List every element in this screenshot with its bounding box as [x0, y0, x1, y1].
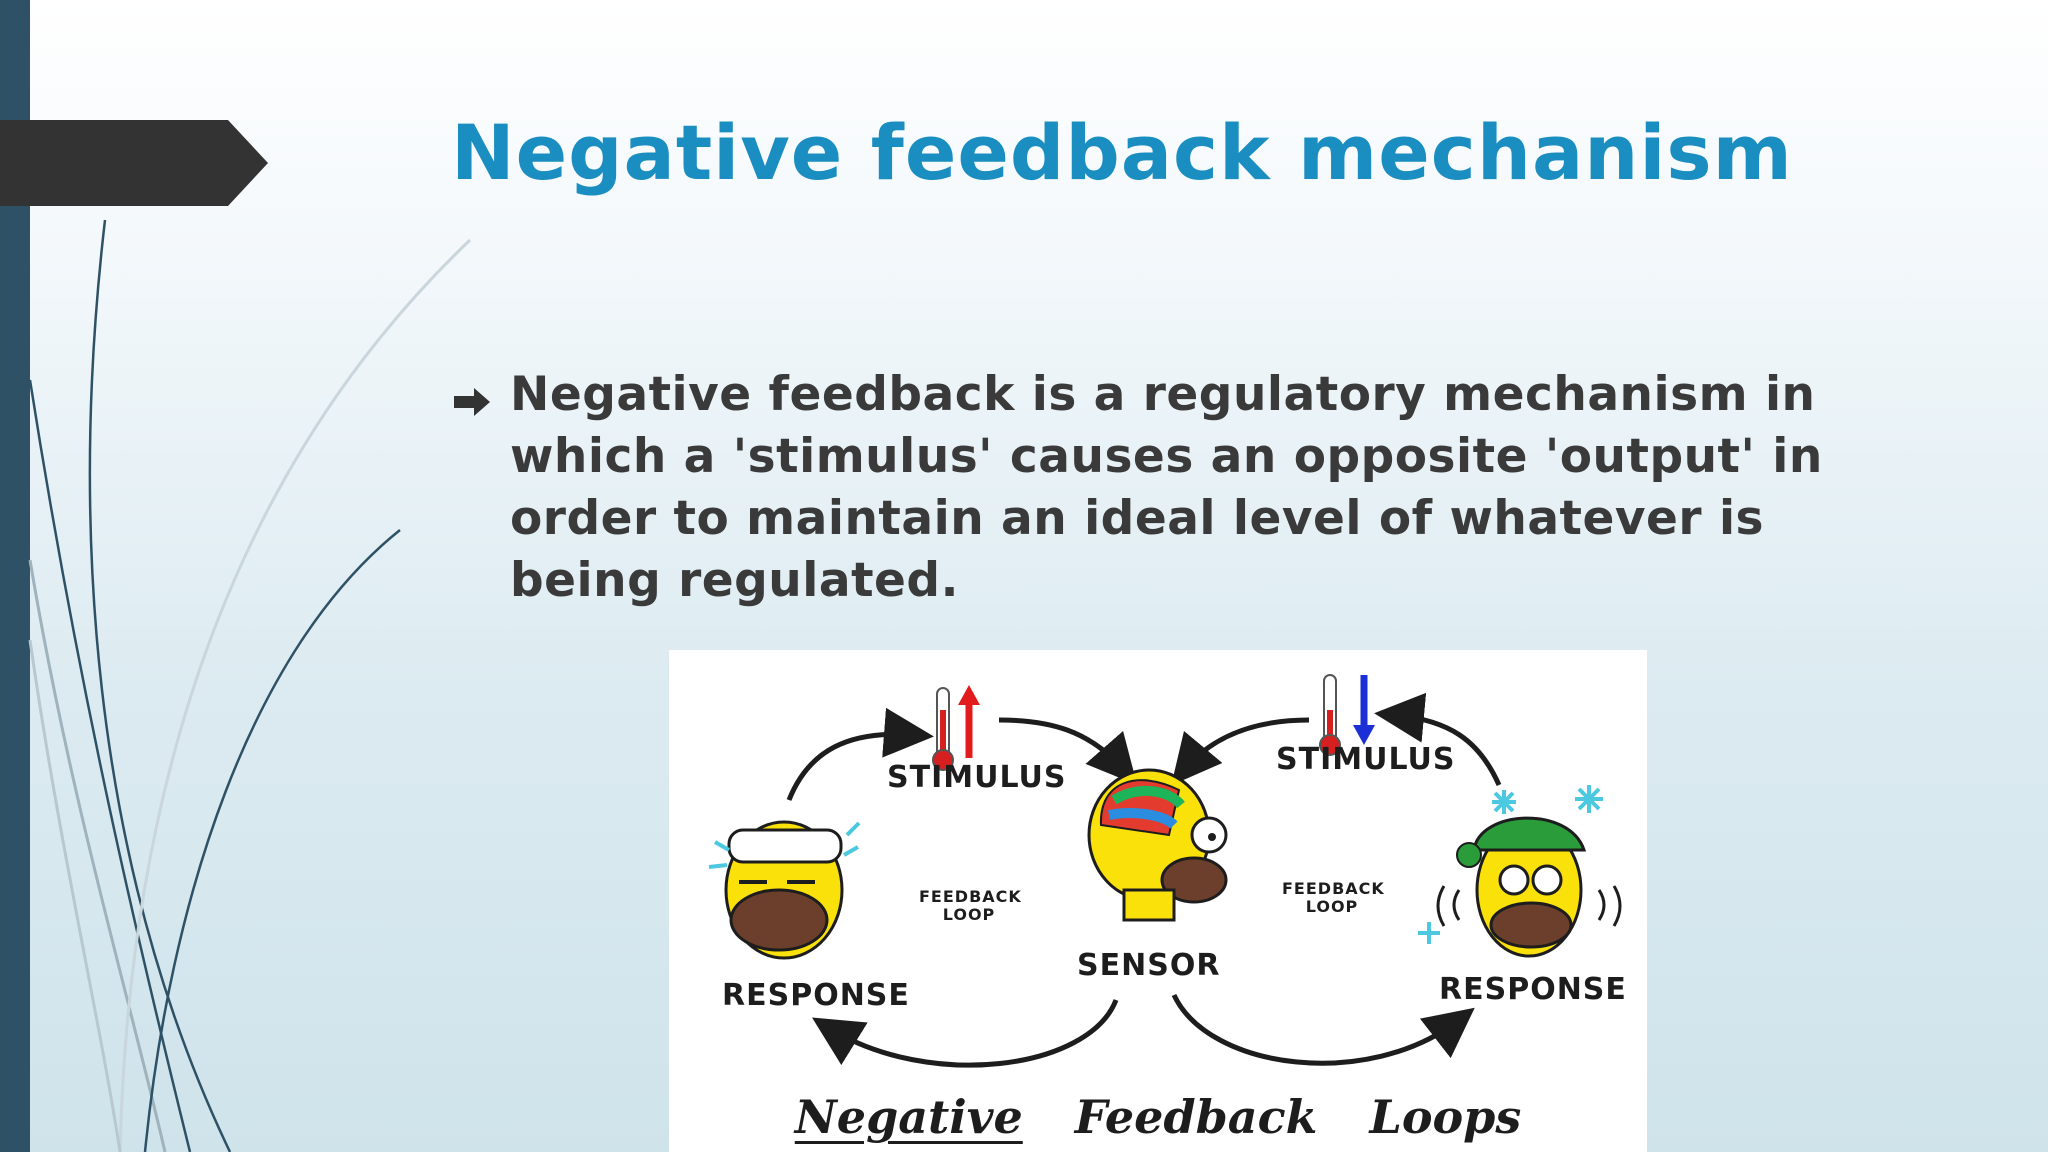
thermometer-up-icon	[932, 685, 980, 771]
sensor-person-illustration	[1087, 768, 1228, 922]
arrow-bullet-icon	[454, 388, 490, 416]
bullet-text: Negative feedback is a regulatory mechan…	[510, 364, 1892, 612]
caption-word-negative: Negative	[794, 1090, 1023, 1144]
caption-word-loops: Loops	[1369, 1090, 1522, 1144]
diagram-caption: Negative Feedback Loops	[669, 1090, 1647, 1144]
title-tab-shape	[0, 120, 268, 206]
caption-word-feedback: Feedback	[1074, 1090, 1318, 1144]
decorative-curves	[28, 219, 472, 1152]
bullet-body: is a regulatory mechanism in which a 'st…	[510, 367, 1823, 608]
response-label-left: RESPONSE	[722, 978, 910, 1013]
feedback-loop-label-left: FEEDBACK LOOP	[919, 887, 1022, 924]
bullet-paragraph: Negative feedback is a regulatory mechan…	[452, 364, 1892, 612]
bullet-term: Negative feedback	[510, 367, 1015, 422]
diagram-artwork	[708, 674, 1622, 1068]
thermometer-down-icon	[1319, 674, 1375, 756]
stimulus-label-right: STIMULUS	[1276, 742, 1456, 777]
response-label-right: RESPONSE	[1439, 972, 1627, 1007]
cold-person-illustration	[1418, 785, 1622, 958]
negative-feedback-diagram: STIMULUS STIMULUS RESPONSE RESPONSE SENS…	[669, 650, 1647, 1152]
feedback-loop-label-right: FEEDBACK LOOP	[1282, 879, 1385, 916]
sensor-label: SENSOR	[1077, 948, 1221, 983]
stimulus-label-left: STIMULUS	[887, 760, 1067, 795]
hot-person-illustration	[708, 820, 861, 960]
slide-title: Negative feedback mechanism	[451, 108, 1793, 197]
